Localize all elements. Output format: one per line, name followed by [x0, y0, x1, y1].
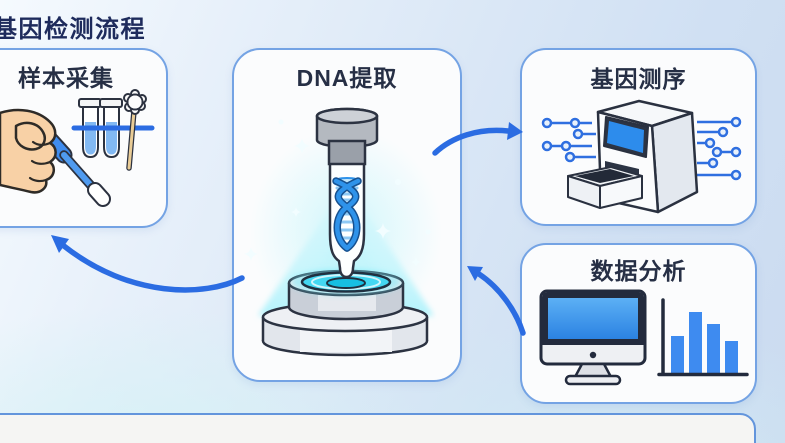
label-gene-sequencing: 基因测序 [590, 66, 687, 92]
label-dna-extraction: DNA提取 [296, 65, 398, 91]
arrow-extraction-to-sample [51, 235, 245, 293]
arrow-analysis-to-extraction [467, 266, 526, 336]
label-sample-collection: 样本采集 [18, 65, 114, 91]
page-title: 基因检测流程 [0, 16, 146, 43]
card-dna-extraction [232, 48, 462, 382]
bottom-panel [0, 413, 756, 443]
label-data-analysis: 数据分析 [590, 258, 687, 284]
